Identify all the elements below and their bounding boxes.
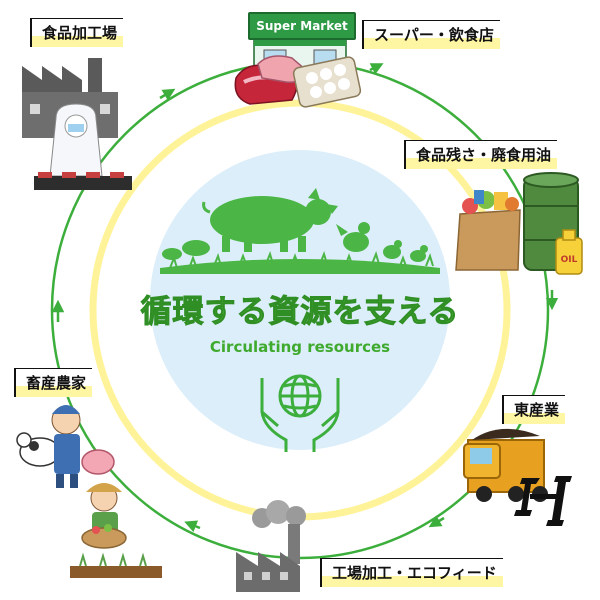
supermarket-sign: Super Market	[248, 12, 356, 40]
arrow-left-bottom	[184, 520, 201, 533]
eco-feed-factory-illustration	[236, 500, 306, 592]
food-factory-illustration	[22, 58, 132, 190]
arrow-right-bottom	[428, 515, 445, 528]
truck-illustration	[463, 428, 548, 502]
supermarket-illustration	[234, 37, 362, 108]
pig-and-chickens-silhouette	[160, 188, 440, 274]
company-logo	[514, 476, 572, 526]
oil-can-label: OIL	[561, 255, 578, 265]
node-label-eco-feed: 工場加工・エコフィード	[320, 558, 503, 587]
node-label-supermarket: スーパー・飲食店	[362, 20, 500, 49]
food-waste-oil-illustration: OIL	[455, 172, 583, 275]
arrow-left-top	[159, 88, 176, 101]
node-label-farmers: 畜産農家	[14, 368, 93, 397]
hands-globe-icon	[260, 374, 340, 452]
node-label-tosangyo: 東産業	[502, 395, 566, 424]
farmers-illustration	[16, 405, 162, 578]
arrow-right-top	[369, 63, 384, 75]
node-label-food-waste: 食品残さ・廃食用油	[404, 140, 558, 169]
center-subtitle: Circulating resources	[209, 338, 391, 356]
center-title: 循環する資源を支える	[140, 294, 460, 331]
node-label-food-factory: 食品加工場	[30, 18, 124, 47]
